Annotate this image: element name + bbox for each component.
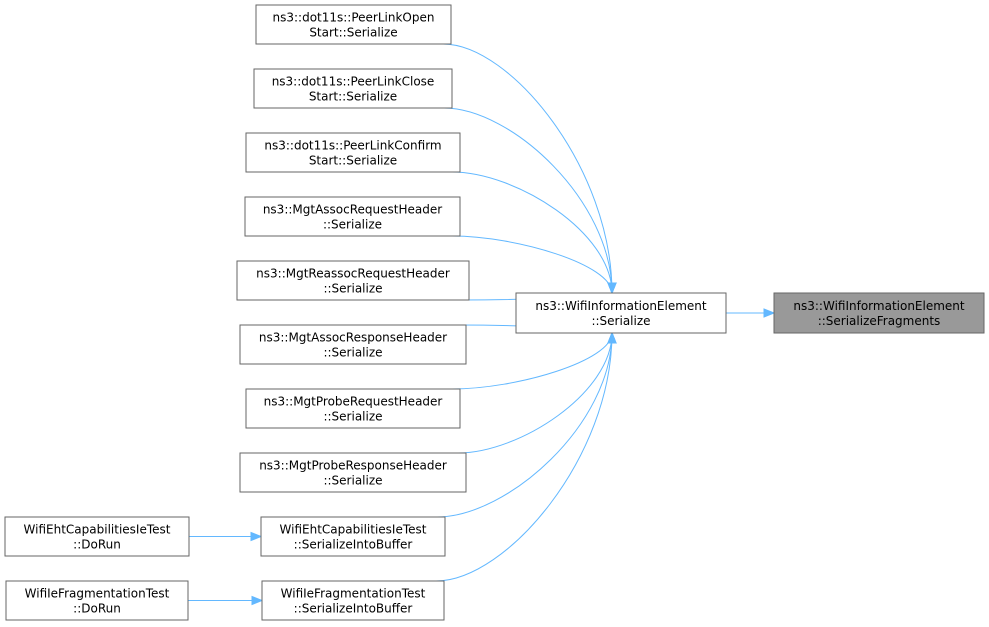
node-label-line1: ns3::MgtProbeRequestHeader (264, 395, 443, 409)
edge-ehtdorun-to-ehtserialize (189, 531, 263, 542)
node-label-line1: WifiEhtCapabilitiesIeTest (24, 523, 171, 537)
node-peerlinkopen[interactable]: ns3::dot11s::PeerLinkOpenStart::Serializ… (255, 4, 452, 45)
node-box (253, 68, 453, 109)
node-reassocreq[interactable]: ns3::MgtReassocRequestHeader::Serialize (236, 260, 470, 301)
call-graph-nodes: ns3::dot11s::PeerLinkOpenStart::Serializ… (4, 4, 985, 621)
node-box (260, 516, 446, 557)
node-box (244, 196, 461, 237)
edge-peerlinkclose-to-wieserialize (443, 107, 617, 295)
node-label-line2: ::Serialize (323, 282, 382, 296)
node-probereq[interactable]: ns3::MgtProbeRequestHeader::Serialize (245, 388, 461, 429)
edge-fragserialize-to-wieserialize (435, 331, 617, 582)
node-label-line2: ::DoRun (73, 602, 121, 616)
node-label-line1: WifiEhtCapabilitiesIeTest (280, 523, 427, 537)
node-label-line1: ns3::WifiInformationElement (793, 299, 965, 313)
node-label-line1: ns3::dot11s::PeerLinkOpen (273, 11, 435, 25)
node-box (4, 516, 190, 557)
edge-fragdorun-to-fragserialize (188, 595, 264, 606)
node-label-line2: Start::Serialize (309, 154, 397, 168)
node-label-line2: ::SerializeIntoBuffer (294, 538, 413, 552)
edge-arrowhead (251, 595, 264, 606)
node-label-line1: ns3::WifiInformationElement (535, 299, 707, 313)
node-box (5, 580, 189, 621)
edge-line (451, 235, 613, 294)
edge-arrowhead (607, 282, 617, 295)
node-label-line1: ns3::MgtProbeResponseHeader (259, 459, 447, 473)
node-label-line1: ns3::MgtAssocResponseHeader (259, 331, 447, 345)
node-box (255, 4, 452, 45)
edge-assocreq-to-wieserialize (451, 235, 617, 295)
edge-arrowhead (607, 331, 617, 344)
node-peerlinkconfirm[interactable]: ns3::dot11s::PeerLinkConfirmStart::Seria… (245, 132, 461, 173)
node-wieserialize[interactable]: ns3::WifiInformationElement::Serialize (515, 292, 727, 334)
node-box (261, 580, 445, 621)
node-label-line1: ns3::MgtReassocRequestHeader (256, 267, 450, 281)
node-label-line2: ::Serialize (323, 474, 382, 488)
node-label-line2: ::Serialize (323, 410, 382, 424)
edge-arrowhead (763, 308, 776, 318)
node-box (773, 292, 985, 334)
edge-line (435, 332, 613, 582)
edge-wieserialize-to-wiefragments (726, 308, 776, 318)
node-box (236, 260, 470, 301)
node-label-line1: ns3::dot11s::PeerLinkClose (272, 75, 435, 89)
node-assocreq[interactable]: ns3::MgtAssocRequestHeader::Serialize (244, 196, 461, 237)
edge-peerlinkopen-to-wieserialize (442, 43, 617, 295)
node-proberesp[interactable]: ns3::MgtProbeResponseHeader::Serialize (239, 452, 467, 493)
node-label-line2: ::Serialize (591, 314, 650, 328)
node-box (239, 452, 467, 493)
edge-arrowhead (250, 531, 263, 542)
edge-line (443, 107, 613, 294)
node-wiefragments: ns3::WifiInformationElement::SerializeFr… (773, 292, 985, 334)
node-ehtdorun[interactable]: WifiEhtCapabilitiesIeTest::DoRun (4, 516, 190, 557)
edge-line (457, 332, 613, 454)
edge-line (442, 43, 613, 294)
node-label-line1: ns3::MgtAssocRequestHeader (263, 203, 442, 217)
edge-line (436, 332, 613, 518)
node-label-line2: ::Serialize (323, 218, 382, 232)
edge-line (451, 332, 613, 390)
node-fragdorun[interactable]: WifiIeFragmentationTest::DoRun (5, 580, 189, 621)
node-box (245, 132, 461, 173)
node-label-line1: ns3::dot11s::PeerLinkConfirm (264, 139, 441, 153)
node-fragserialize[interactable]: WifiIeFragmentationTest::SerializeIntoBu… (261, 580, 445, 621)
edge-peerlinkconfirm-to-wieserialize (451, 171, 617, 295)
node-label-line1: WifiIeFragmentationTest (281, 587, 426, 601)
node-peerlinkclose[interactable]: ns3::dot11s::PeerLinkCloseStart::Seriali… (253, 68, 453, 109)
node-assocresp[interactable]: ns3::MgtAssocResponseHeader::Serialize (239, 324, 467, 365)
node-label-line2: Start::Serialize (309, 26, 397, 40)
edge-probereq-to-wieserialize (451, 331, 617, 390)
node-label-line2: Start::Serialize (309, 90, 397, 104)
node-label-line2: ::SerializeIntoBuffer (294, 602, 413, 616)
node-ehtserialize[interactable]: WifiEhtCapabilitiesIeTest::SerializeInto… (260, 516, 446, 557)
node-box (245, 388, 461, 429)
node-label-line2: ::DoRun (73, 538, 121, 552)
node-box (515, 292, 727, 334)
node-box (239, 324, 467, 365)
node-label-line2: ::SerializeFragments (818, 314, 941, 328)
node-label-line2: ::Serialize (323, 346, 382, 360)
node-label-line1: WifiIeFragmentationTest (25, 587, 170, 601)
edge-line (451, 171, 613, 294)
edge-proberesp-to-wieserialize (457, 331, 617, 454)
